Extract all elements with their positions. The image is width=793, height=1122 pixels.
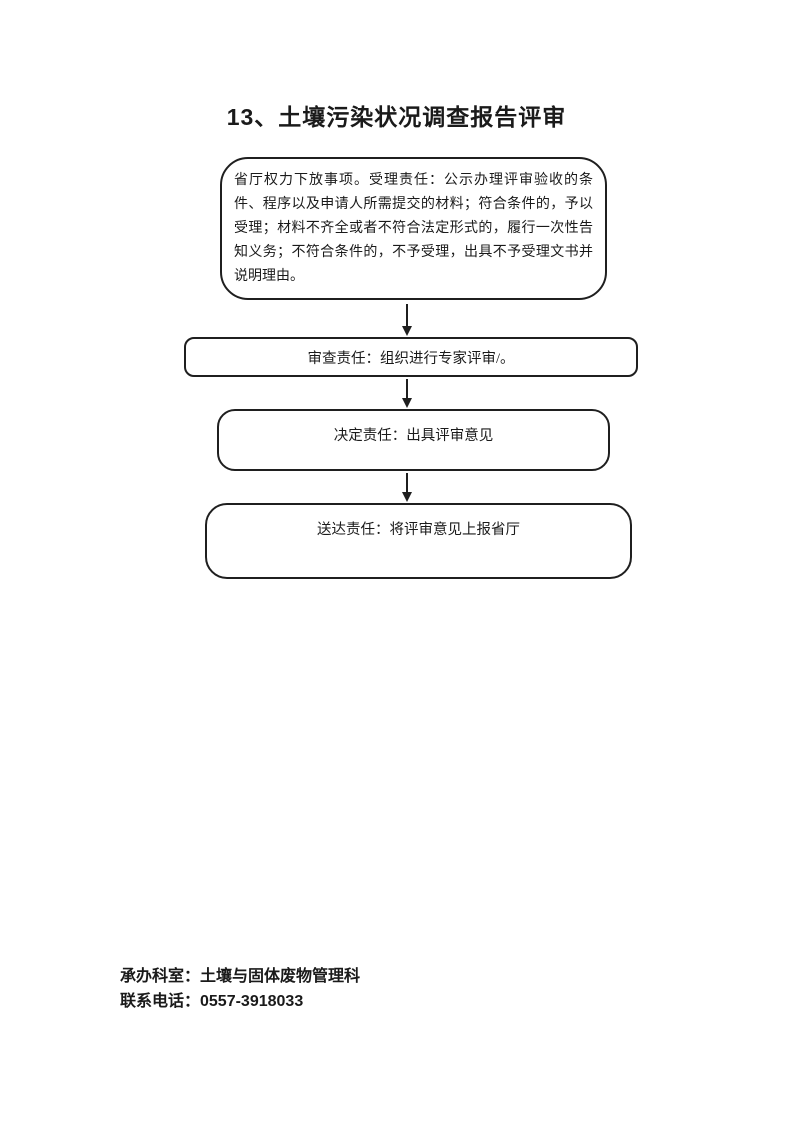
arrow-line <box>406 473 408 492</box>
flow-step-delivery-text: 送达责任：将评审意见上报省厅 <box>317 522 520 538</box>
flow-step-review: 审查责任：组织进行专家评审/。 <box>184 337 638 377</box>
footer-department: 承办科室：土壤与固体废物管理科 <box>120 968 361 985</box>
arrow-head <box>402 326 412 336</box>
down-arrow-icon <box>401 473 413 502</box>
flow-step-acceptance: 省厅权力下放事项。受理责任：公示办理评审验收的条件、程序以及申请人所需提交的材料… <box>220 157 607 300</box>
flow-step-delivery: 送达责任：将评审意见上报省厅 <box>205 503 632 579</box>
flow-step-decision: 决定责任：出具评审意见 <box>217 409 610 471</box>
footer-phone: 联系电话：0557-3918033 <box>120 993 304 1010</box>
arrow-head <box>402 492 412 502</box>
down-arrow-icon <box>401 304 413 336</box>
flow-step-review-text: 审查责任：组织进行专家评审/。 <box>307 350 515 367</box>
footer: 承办科室：土壤与固体废物管理科 联系电话：0557-3918033 <box>120 964 360 1014</box>
down-arrow-icon <box>401 379 413 408</box>
page-title: 13、土壤污染状况调查报告评审 <box>226 104 567 130</box>
flow-step-decision-text: 决定责任：出具评审意见 <box>333 428 494 444</box>
arrow-line <box>406 379 408 398</box>
arrow-head <box>402 398 412 408</box>
arrow-line <box>406 304 408 326</box>
flow-step-acceptance-text: 省厅权力下放事项。受理责任：公示办理评审验收的条件、程序以及申请人所需提交的材料… <box>234 173 593 284</box>
